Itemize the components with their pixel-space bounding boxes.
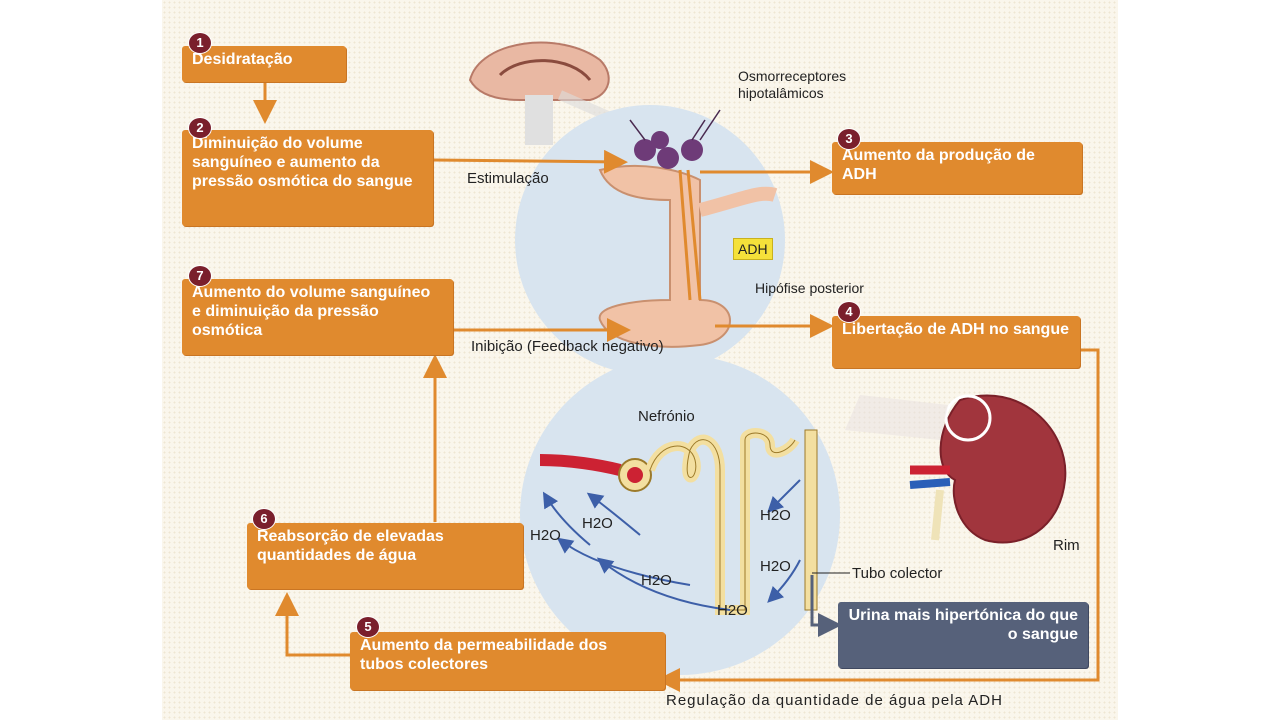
- step-6-box: Reabsorção de elevadas quantidades de ág…: [247, 523, 523, 589]
- h2o-label: H2O: [582, 515, 613, 532]
- step-1-badge: 1: [188, 32, 212, 54]
- h2o-label: H2O: [760, 558, 791, 575]
- pituitary-illustration: [598, 109, 778, 348]
- hipofise-label: Hipófise posterior: [755, 280, 864, 296]
- h2o-label: H2O: [641, 572, 672, 589]
- urine-box: Urina mais hipertónica do que o sangue: [838, 602, 1088, 668]
- rim-label: Rim: [1053, 537, 1080, 554]
- step-7-box: Aumento do volume sanguíneo e diminuição…: [182, 279, 453, 355]
- nephron-zoom-circle: [520, 355, 840, 675]
- estimulacao-label: Estimulação: [467, 170, 549, 187]
- step-2-box: Diminuição do volume sanguíneo e aumento…: [182, 130, 433, 226]
- step-4-box: Libertação de ADH no sangue: [832, 316, 1080, 368]
- urine-arrow: [810, 575, 842, 637]
- nefronio-label: Nefrónio: [638, 408, 695, 425]
- step-5-badge: 5: [356, 616, 380, 638]
- tubo-label: Tubo colector: [852, 565, 943, 582]
- nephron-illustration: [539, 428, 818, 615]
- osmo-label: Osmorreceptores hipotalâmicos: [738, 68, 847, 101]
- flow-arrows: [253, 82, 1100, 692]
- step-3-box: Aumento da produção de ADH: [832, 142, 1082, 194]
- step-6-badge: 6: [252, 508, 276, 530]
- step-3-badge: 3: [837, 128, 861, 150]
- inibicao-label: Inibição (Feedback negativo): [471, 338, 664, 355]
- h2o-label: H2O: [530, 527, 561, 544]
- step-1-box: Desidratação: [182, 46, 346, 82]
- step-4-badge: 4: [837, 301, 861, 323]
- step-5-box: Aumento da permeabilidade dos tubos cole…: [350, 632, 665, 690]
- h2o-label: H2O: [717, 602, 748, 619]
- h2o-label: H2O: [760, 507, 791, 524]
- step-2-badge: 2: [188, 117, 212, 139]
- kidney-illustration: [845, 394, 1067, 544]
- figure-caption: Regulação da quantidade de água pela ADH: [666, 692, 1003, 709]
- step-7-badge: 7: [188, 265, 212, 287]
- adh-label: ADH: [733, 238, 773, 260]
